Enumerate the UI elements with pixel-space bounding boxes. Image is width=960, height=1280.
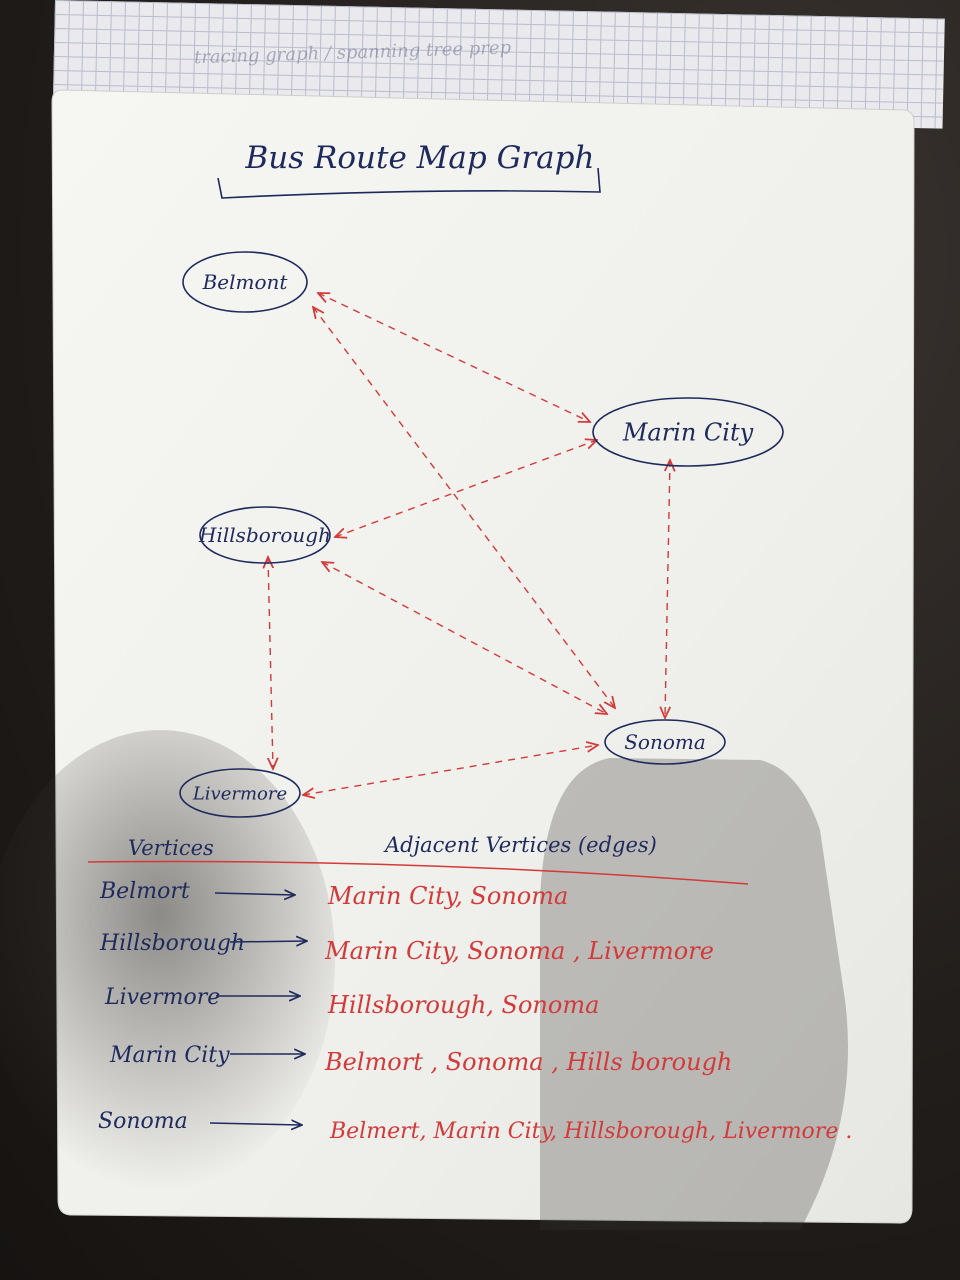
node-label: Marin City [622, 418, 754, 446]
node-outline [592, 397, 784, 467]
row-arrow [214, 893, 295, 895]
page-title: Bus Route Map Graph [245, 140, 595, 176]
node-label: Belmont [202, 270, 289, 294]
node-outline [182, 251, 308, 313]
graph-edge [665, 460, 670, 718]
node-label: Sonoma [624, 730, 706, 754]
graph-node: Hillsborough [198, 506, 331, 564]
node-outline [199, 506, 331, 564]
graph-node: Sonoma [604, 719, 726, 765]
adjacency-row: Marin City Belmort , Sonoma , Hills boro… [109, 1043, 732, 1076]
vertices-column-header: Vertices [128, 836, 214, 860]
graph-edges [268, 293, 670, 795]
adjacency-row: Hillsborough Marin City, Sonoma , Liverm… [99, 931, 714, 965]
row-adjacent-list: Marin City, Sonoma [327, 882, 568, 910]
row-vertex-label: Sonoma [98, 1109, 188, 1134]
graph-node: Marin City [592, 397, 784, 467]
graph-edge [322, 562, 607, 714]
row-adjacent-list: Belmert, Marin City, Hillsborough, Liver… [329, 1119, 852, 1144]
node-outline [179, 768, 301, 818]
row-adjacent-list: Hillsborough, Sonoma [327, 991, 599, 1019]
adjacency-row: Sonoma Belmert, Marin City, Hillsborough… [98, 1109, 852, 1144]
graph-node: Livermore [179, 768, 301, 818]
adjacency-row: Livermore Hillsborough, Sonoma [104, 985, 599, 1019]
row-arrow [229, 941, 307, 942]
title-bracket [217, 167, 601, 199]
node-label: Livermore [192, 783, 287, 804]
graph-edge [268, 557, 273, 769]
adjacency-row: Belmort Marin City, Sonoma [99, 879, 568, 910]
row-vertex-label: Marin City [109, 1043, 230, 1068]
header-underline [87, 860, 749, 885]
row-arrow [209, 1123, 302, 1125]
hand-shadow-left [0, 730, 335, 1190]
row-adjacent-list: Belmort , Sonoma , Hills borough [324, 1048, 732, 1076]
row-vertex-label: Hillsborough [99, 931, 245, 956]
adjacent-column-header: Adjacent Vertices (edges) [383, 833, 657, 857]
hand-shadow-right [540, 758, 848, 1230]
graph-edge [303, 745, 598, 795]
row-adjacent-list: Marin City, Sonoma , Livermore [324, 937, 714, 965]
node-label: Hillsborough [198, 523, 331, 547]
node-outline [604, 719, 726, 765]
row-vertex-label: Livermore [104, 985, 220, 1010]
graph-node: Belmont [182, 251, 308, 313]
row-vertex-label: Belmort [99, 879, 190, 904]
